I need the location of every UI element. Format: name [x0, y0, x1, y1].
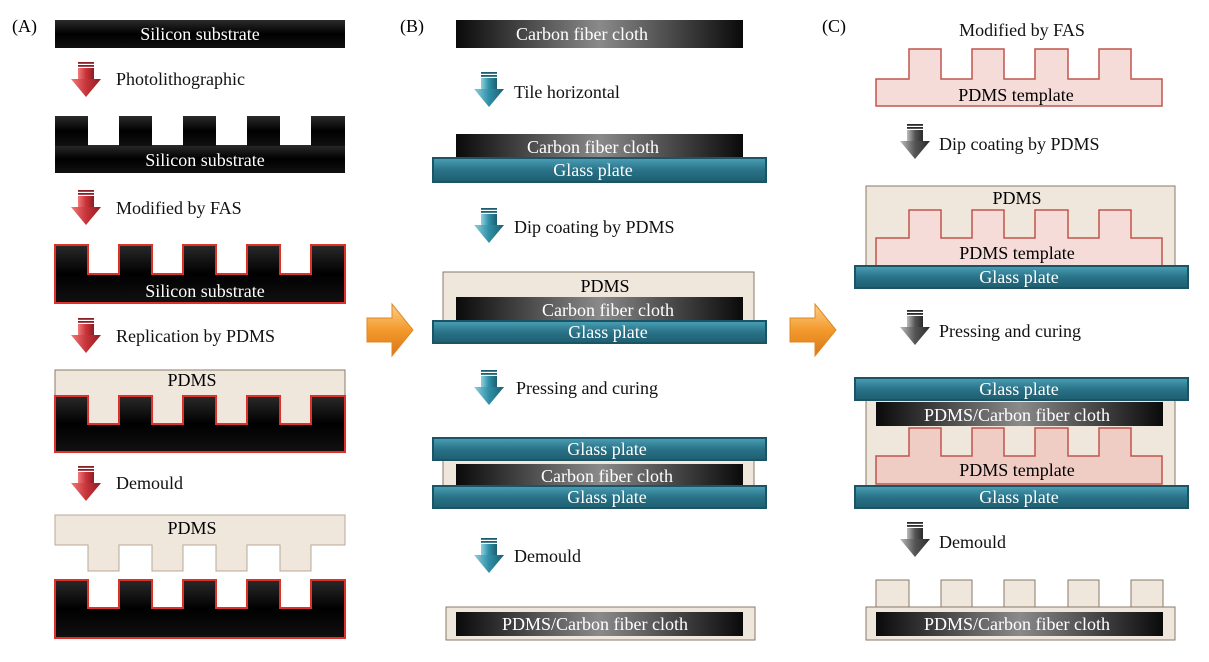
- down-arrow-icon: [474, 370, 504, 405]
- down-arrow-icon: [71, 466, 101, 501]
- pdms-coated-cloth: PDMS Carbon fiber cloth Glass plate: [432, 271, 767, 344]
- pdms-demoulded: PDMS: [54, 514, 346, 639]
- step-label: Demould: [514, 546, 581, 566]
- step-label: Dip coating by PDMS: [939, 134, 1100, 154]
- silicon-patterned: Silicon substrate: [55, 116, 345, 173]
- cloth-label: Carbon fiber cloth: [527, 137, 659, 157]
- pdms-label: PDMS: [167, 518, 216, 538]
- pdms-replication: PDMS: [54, 369, 346, 453]
- pdms-label: PDMS: [580, 276, 629, 296]
- substrate-label: Silicon substrate: [145, 281, 265, 301]
- panel-c: (C) Modified by FAS PDMS template Dip co…: [822, 16, 1189, 641]
- step-label: Photolithographic: [116, 69, 245, 89]
- down-arrow-icon: [474, 72, 504, 107]
- cloth-label: Carbon fiber cloth: [542, 300, 674, 320]
- template-label: PDMS template: [959, 460, 1075, 480]
- pdms-label: PDMS: [167, 370, 216, 390]
- composite-label: PDMS/Carbon fiber cloth: [502, 614, 688, 634]
- down-arrow-icon: [900, 124, 930, 159]
- composite-label: PDMS/Carbon fiber cloth: [924, 614, 1110, 634]
- panel-a-label: (A): [12, 16, 37, 37]
- pdms-label: PDMS: [992, 188, 1041, 208]
- step-label: Demould: [116, 473, 183, 493]
- down-arrow-icon: [71, 190, 101, 225]
- pressed-stack: Glass plate Carbon fiber cloth Glass pla…: [432, 437, 767, 509]
- step-label: Replication by PDMS: [116, 326, 275, 346]
- down-arrow-icon: [71, 318, 101, 353]
- down-arrow-icon: [474, 538, 504, 573]
- substrate-label: Silicon substrate: [140, 24, 260, 44]
- glass-label: Glass plate: [979, 267, 1058, 287]
- panel-b-label: (B): [400, 16, 424, 37]
- composite-result-b: PDMS/Carbon fiber cloth: [445, 606, 756, 641]
- cloth-label: Carbon fiber cloth: [516, 24, 648, 44]
- step-label: Tile horizontal: [514, 82, 620, 102]
- down-arrow-icon: [71, 62, 101, 97]
- right-arrow-icon: [366, 302, 414, 358]
- down-arrow-icon: [474, 208, 504, 243]
- glass-label: Glass plate: [568, 322, 647, 342]
- down-arrow-icon: [900, 522, 930, 557]
- pdms-template: PDMS template: [875, 48, 1163, 107]
- step-label: Demould: [939, 532, 1006, 552]
- template-label: PDMS template: [958, 85, 1074, 105]
- cloth-on-glass: Carbon fiber cloth Glass plate: [432, 134, 767, 183]
- step-label: Pressing and curing: [939, 321, 1081, 341]
- glass-label: Glass plate: [979, 379, 1058, 399]
- cloth-label: Carbon fiber cloth: [541, 466, 673, 486]
- panel-b: (B) Carbon fiber cloth Tile horizontal C…: [400, 16, 767, 641]
- glass-label: Glass plate: [979, 487, 1058, 507]
- glass-label: Glass plate: [553, 160, 632, 180]
- panel-a: (A) Silicon substrate Photolithographic …: [12, 16, 346, 639]
- glass-label: Glass plate: [567, 487, 646, 507]
- pressed-stack-c: Glass plate PDMS/Carbon fiber cloth PDMS…: [854, 377, 1189, 509]
- panel-c-label: (C): [822, 16, 846, 37]
- template-label: PDMS template: [959, 243, 1075, 263]
- glass-label: Glass plate: [567, 439, 646, 459]
- down-arrow-icon: [900, 310, 930, 345]
- pdms-coated-template: PDMS PDMS template Glass plate: [854, 185, 1189, 289]
- silicon-fas-modified: Silicon substrate: [54, 244, 346, 304]
- right-arrow-icon: [789, 302, 837, 358]
- step-label: Modified by FAS: [116, 198, 242, 218]
- step-label: Pressing and curing: [516, 378, 658, 398]
- step-label: Modified by FAS: [959, 20, 1085, 40]
- substrate-label: Silicon substrate: [145, 150, 265, 170]
- silicon-substrate-initial: Silicon substrate: [55, 20, 345, 48]
- carbon-fiber-cloth: Carbon fiber cloth: [456, 20, 743, 48]
- step-label: Dip coating by PDMS: [514, 217, 675, 237]
- composite-label: PDMS/Carbon fiber cloth: [924, 405, 1110, 425]
- composite-result-c: PDMS/Carbon fiber cloth: [865, 579, 1176, 641]
